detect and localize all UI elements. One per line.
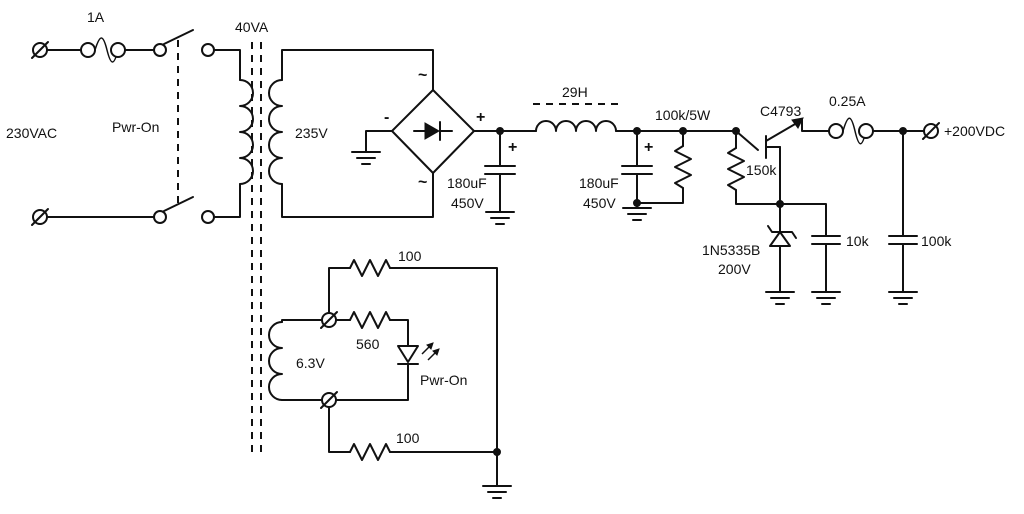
r-bottom-label: 100 (396, 430, 420, 446)
r-led-label: 560 (356, 336, 380, 352)
r-top-label: 100 (398, 248, 422, 264)
output-fuse-label: 0.25A (829, 93, 866, 109)
bleeder-resistor (636, 130, 692, 204)
pilot-ground (482, 451, 512, 499)
transistor-label: C4793 (760, 103, 801, 119)
bridge-minus: - (384, 109, 389, 126)
lv-terminal-bottom (320, 391, 338, 409)
bridge-ground (351, 130, 393, 165)
zener-part: 1N5335B (702, 242, 760, 258)
resistor-560 (335, 311, 409, 347)
output-terminal (922, 122, 940, 140)
cap3-label: 10k (846, 233, 870, 249)
filter-capacitor-1 (484, 130, 516, 225)
bridge-ac-top: ~ (418, 67, 427, 84)
secondary-lv-label: 6.3V (296, 355, 325, 371)
input-fuse (46, 37, 126, 63)
transformer-secondary-hv (268, 49, 434, 218)
capacitor-100k (888, 130, 918, 305)
transformer-rating: 40VA (235, 19, 269, 35)
transformer-secondary-lv (268, 319, 323, 401)
zener-diode (765, 203, 797, 305)
mains-terminal-bottom (31, 208, 49, 226)
cap2-polarity: + (644, 139, 653, 156)
cap1-voltage: 450V (451, 195, 484, 211)
transformer-primary (213, 49, 254, 218)
capacitor-10k (811, 235, 841, 305)
bridge-rectifier (391, 89, 475, 174)
pilot-led (335, 342, 440, 401)
choke-label: 29H (562, 84, 588, 100)
cap1-value: 180uF (447, 175, 487, 191)
bias-resistor-label: 150k (746, 162, 777, 178)
zener-voltage: 200V (718, 261, 751, 277)
bridge-plus: + (476, 109, 485, 126)
cap2-voltage: 450V (583, 195, 616, 211)
resistor-100-bottom (328, 406, 498, 461)
cap2-value: 180uF (579, 175, 619, 191)
transformer-core (251, 42, 262, 452)
pass-transistor (735, 117, 831, 205)
cap4-label: 100k (921, 233, 952, 249)
mains-terminal-top (31, 41, 49, 59)
led-label: Pwr-On (420, 372, 467, 388)
switch-label: Pwr-On (112, 119, 159, 135)
bridge-ac-bottom: ~ (418, 174, 427, 191)
secondary-hv-label: 235V (295, 125, 328, 141)
output-fuse (828, 117, 874, 145)
bleeder-label: 100k/5W (655, 107, 711, 123)
input-fuse-label: 1A (87, 9, 105, 25)
lv-terminal-top (320, 311, 338, 329)
power-switch (46, 29, 215, 224)
choke-inductor (533, 103, 620, 132)
mains-label: 230VAC (6, 125, 57, 141)
resistor-100-top (328, 259, 498, 453)
cap1-polarity: + (508, 139, 517, 156)
output-label: +200VDC (944, 123, 1005, 139)
